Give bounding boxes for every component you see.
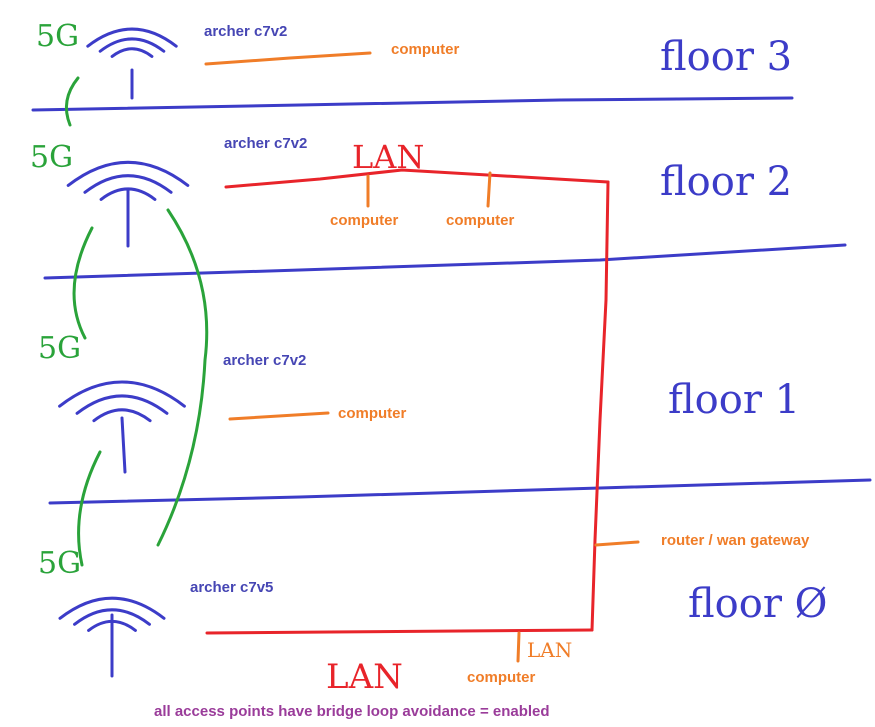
access-point-icon (58, 380, 186, 474)
antenna-stem (120, 416, 127, 474)
wireless-link-2-0-outer (156, 208, 209, 547)
lan-label-router: LAN (527, 638, 572, 662)
signal-arc (86, 27, 178, 48)
access-point-icon (66, 160, 190, 248)
computer-floor1-connector (228, 411, 330, 421)
wireless-link-2-1-inner (72, 226, 94, 340)
signal-arc (92, 408, 152, 423)
band-label-ap2: 5G (30, 140, 73, 175)
lan-label-floor2: LAN (352, 138, 424, 176)
band-label-ap3: 5G (36, 19, 79, 54)
floor-separator-line (31, 96, 794, 112)
floor-separators (31, 96, 872, 505)
lan-label-floor0: LAN (326, 657, 403, 697)
access-point-icons (58, 27, 190, 678)
computer-floor3-connector (204, 51, 372, 66)
floor-label-2: floor 2 (660, 159, 792, 205)
wireless-link-3-2 (64, 76, 80, 127)
computer-floor0-connector (516, 631, 521, 663)
wireless-links (64, 76, 209, 567)
ap-model-floor1: archer c7v2 (223, 352, 306, 369)
signal-arc (58, 380, 186, 408)
device-connectors (204, 51, 640, 663)
floor-label-1: floor 1 (668, 377, 800, 423)
band-label-ap0: 5G (38, 546, 81, 581)
lan-floor0-line (205, 628, 594, 635)
computer-label-floor3: computer (391, 41, 460, 58)
access-point-icon (86, 27, 178, 100)
access-point-icon (58, 596, 166, 678)
floor-separator-line (48, 478, 872, 505)
router-label: router / wan gateway (661, 532, 810, 549)
signal-arc (98, 37, 166, 53)
computer-label-floor2-a: computer (330, 212, 399, 229)
lan-floor2-line (224, 168, 610, 189)
computer-label-floor2-b: computer (446, 212, 515, 229)
computer-label-floor1: computer (338, 405, 407, 422)
computer-floor2b-connector (486, 171, 492, 208)
footer-note: all access points have bridge loop avoid… (154, 703, 550, 720)
ap-model-floor0: archer c7v5 (190, 579, 273, 596)
signal-arc (66, 160, 190, 187)
floor-separator-line (43, 243, 847, 280)
signal-arc (110, 47, 154, 58)
wireless-link-1-0 (77, 450, 102, 567)
computer-label-floor0: computer (467, 669, 536, 686)
floor-label-3: floor 3 (660, 34, 792, 80)
floor-label-0: floor Ø (688, 581, 827, 627)
band-label-ap1: 5G (38, 331, 81, 366)
ap-model-floor3: archer c7v2 (204, 23, 287, 40)
signal-arc (73, 608, 151, 626)
ap-model-floor2: archer c7v2 (224, 135, 307, 152)
signal-arc (75, 394, 169, 415)
signal-arc (58, 596, 166, 620)
router-connector (594, 540, 640, 547)
lan-cabling (205, 168, 610, 635)
lan-riser (590, 180, 610, 632)
signal-arc (83, 174, 173, 194)
